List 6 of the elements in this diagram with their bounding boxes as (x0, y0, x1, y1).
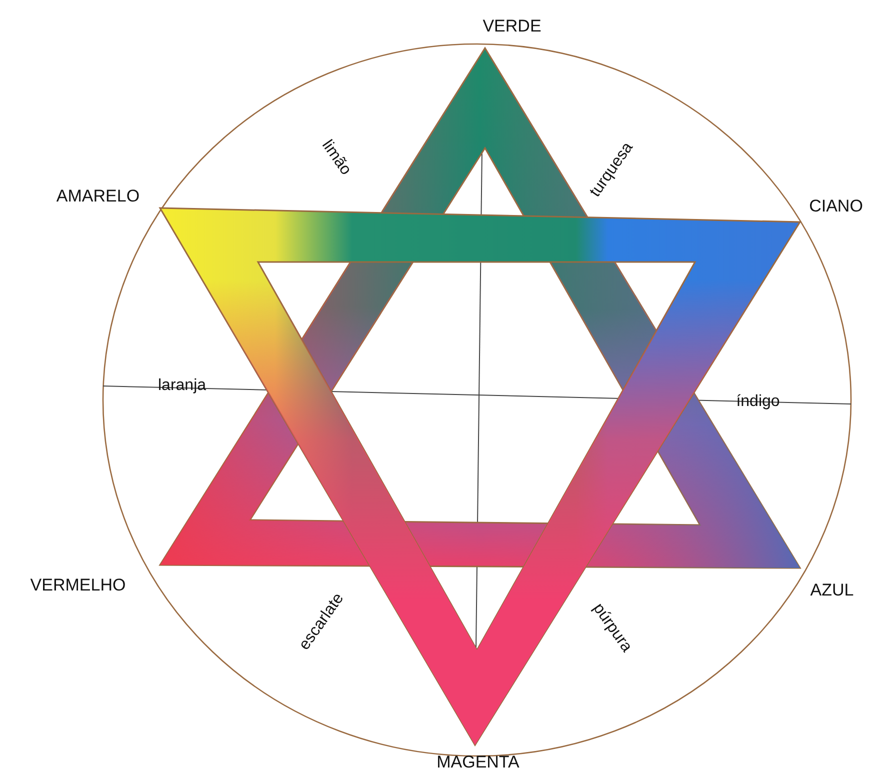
vertex-color-label: CIANO (809, 198, 863, 214)
vertex-color-label: AMARELO (56, 188, 140, 204)
vertex-color-label: AZUL (810, 582, 854, 598)
vertex-color-label: VERDE (482, 18, 542, 34)
vertex-color-label: VERMELHO (30, 576, 126, 594)
vertex-color-label: MAGENTA (436, 754, 520, 770)
